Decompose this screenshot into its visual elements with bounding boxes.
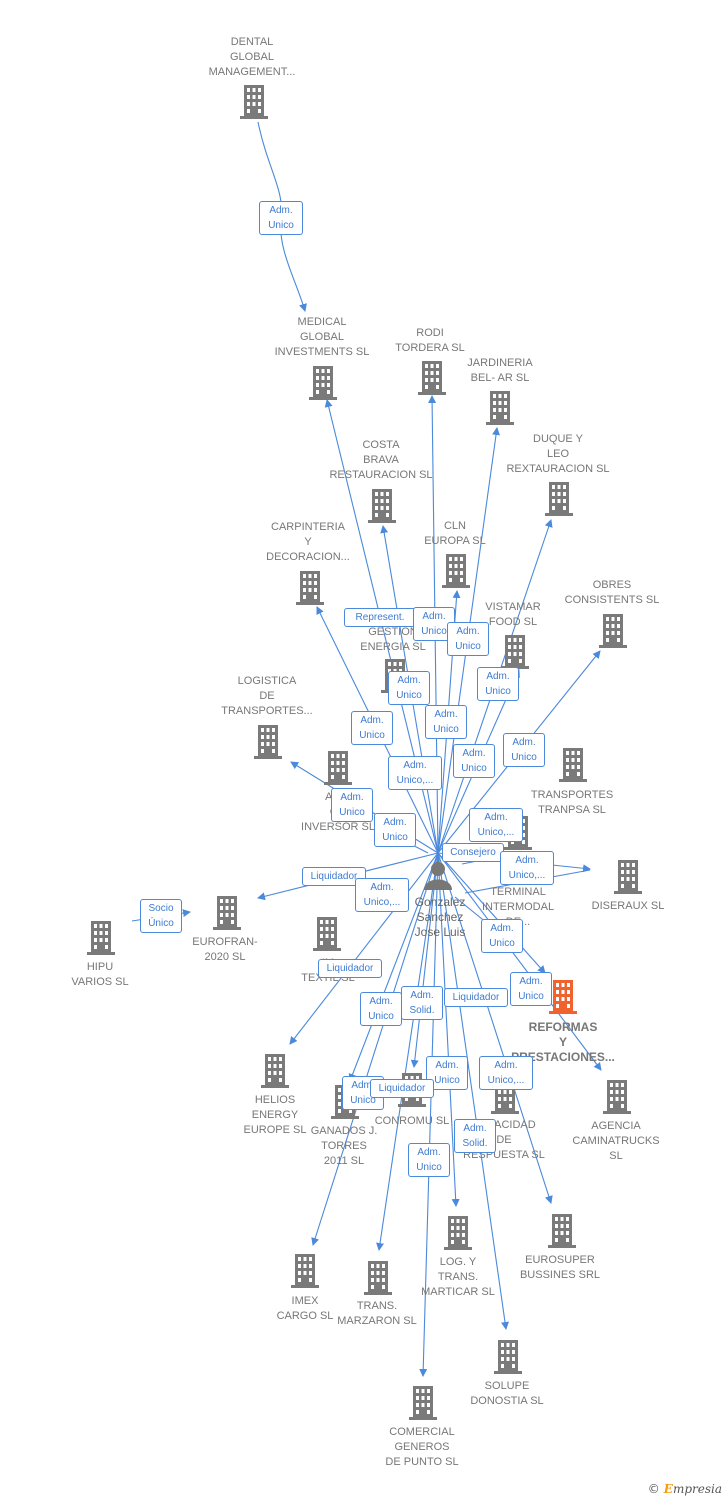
company-label-cln[interactable]: CLN EUROPA SL [424,520,486,547]
role-badge-r16[interactable]: Adm. Unico,... [500,851,554,885]
role-badge-r7[interactable]: Adm. Unico [351,711,393,745]
company-label-imex[interactable]: IMEX CARGO SL [276,1295,334,1322]
company-label-helios[interactable]: HELIOS ENERGY EUROPE SL [243,1094,307,1136]
company-label-obres[interactable]: OBRES CONSISTENTS SL [564,579,660,606]
building-icon-transportes[interactable] [559,748,587,782]
building-icon-obres[interactable] [599,614,627,648]
company-label-rodi[interactable]: RODI TORDERA SL [395,327,465,354]
company-label-eurosuper[interactable]: EUROSUPER BUSSINES SRL [519,1254,601,1281]
building-icon-imtextil[interactable] [313,917,341,951]
role-badge-r23[interactable]: Adm. Unico [360,992,402,1026]
role-badge-r21[interactable]: Liquidador [318,959,382,978]
role-badge-r27[interactable]: Adm. Unico,... [479,1056,533,1090]
building-icon-duque[interactable] [545,482,573,516]
role-badge-r8[interactable]: Adm. Unico [425,705,467,739]
role-badge-r26[interactable]: Adm. Unico [426,1056,468,1090]
role-badge-r24[interactable]: Adm. Solid. [401,986,443,1020]
role-badge-r6[interactable]: Adm. Unico [388,671,430,705]
edge-person-helios [289,852,439,1045]
company-label-comercial[interactable]: COMERCIAL GENEROS DE PUNTO SL [385,1426,459,1468]
company-label-diseraux[interactable]: DISERAUX SL [591,900,665,912]
company-label-dental[interactable]: DENTAL GLOBAL MANAGEMENT... [208,36,296,78]
role-badge-r18[interactable]: Adm. Unico,... [355,878,409,912]
building-icon-carpinteria[interactable] [296,571,324,605]
building-icon-anv[interactable] [324,751,352,785]
building-icon-solupe[interactable] [494,1340,522,1374]
building-icon-comercial[interactable] [409,1386,437,1420]
role-badge-r2[interactable]: Represent. [344,608,416,627]
role-badge-r5[interactable]: Adm. Unico [477,667,519,701]
company-label-ganados[interactable]: GANADOS J. TORRES 2011 SL [310,1125,378,1167]
company-label-trans[interactable]: TRANS. MARZARON SL [337,1300,417,1327]
company-label-transportes[interactable]: TRANSPORTES TRANPSA SL [530,789,614,816]
role-badge-r11[interactable]: Adm. Unico [453,744,495,778]
brand-logo-initial: E [663,1482,673,1496]
building-icon-logistica[interactable] [254,725,282,759]
edge-person-reformas [437,852,546,974]
company-label-medical[interactable]: MEDICAL GLOBAL INVESTMENTS SL [274,316,370,358]
company-label-costa[interactable]: COSTA BRAVA RESTAURACION SL [329,439,433,481]
role-badge-r4[interactable]: Adm. Unico [447,622,489,656]
edge-person-comercial [419,852,439,1377]
brand-footer: ©Empresia [648,1482,722,1496]
role-badge-r31[interactable]: Adm. Unico [408,1143,450,1177]
role-badge-r1[interactable]: Adm. Unico [259,201,303,235]
company-label-gestion[interactable]: GESTION ENERGIA SL [360,626,426,653]
edge-person-trans [376,852,439,1251]
edge-person-ganados [348,852,439,1082]
edge-person-solupe [437,852,509,1330]
building-icon-helios[interactable] [261,1054,289,1088]
role-badge-r25[interactable]: Liquidador [444,988,508,1007]
icons-layer [87,85,642,1420]
edge-person-agencia [437,852,602,1071]
company-label-log[interactable]: LOG. Y TRANS. MARTICAR SL [421,1256,495,1298]
person-label[interactable]: Gonzalez Sanchez Jose Luis [414,895,466,939]
company-label-hipu[interactable]: HIPU VARIOS SL [71,961,129,988]
building-icon-hipu[interactable] [87,921,115,955]
building-icon-log[interactable] [444,1216,472,1250]
role-badge-r22[interactable]: Adm. Unico [510,972,552,1006]
role-badge-r10[interactable]: Adm. Unico,... [388,756,442,790]
role-badge-r9[interactable]: Adm. Unico [503,733,545,767]
building-icon-eurosuper[interactable] [548,1214,576,1248]
role-badge-r12[interactable]: Adm. Unico [331,788,373,822]
building-icon-agencia[interactable] [603,1080,631,1114]
role-badge-r14[interactable]: Adm. Unico,... [469,808,523,842]
role-badge-r19[interactable]: Socio Único [140,899,182,933]
edge-person-log [437,852,460,1207]
role-badge-r29[interactable]: Liquidador [370,1079,434,1098]
building-icon-dental[interactable] [240,85,268,119]
role-badge-r30[interactable]: Adm. Solid. [454,1119,496,1153]
building-icon-medical[interactable] [309,366,337,400]
role-badge-r20[interactable]: Adm. Unico [481,919,523,953]
company-label-logistica[interactable]: LOGISTICA DE TRANSPORTES... [221,675,313,717]
copyright-icon: © [647,1482,660,1496]
company-label-jardineria[interactable]: JARDINERIA BEL- AR SL [467,357,533,384]
building-icon-diseraux[interactable] [614,860,642,894]
edge-person-imex [311,852,439,1246]
building-icon-cln[interactable] [442,554,470,588]
building-icon-vistamar[interactable] [501,635,529,669]
company-label-solupe[interactable]: SOLUPE DONOSTIA SL [470,1380,544,1407]
role-badge-r13[interactable]: Adm. Unico [374,813,416,847]
company-label-vistamar[interactable]: VISTAMAR FOOD SL [485,601,541,628]
edge-person-eurosuper [437,852,553,1204]
building-icon-eurofran[interactable] [213,896,241,930]
building-icon-imex[interactable] [291,1254,319,1288]
building-icon-reformas[interactable] [549,980,577,1014]
company-label-conromu[interactable]: CONROMU SL [374,1115,450,1127]
company-label-carpinteria[interactable]: CARPINTERIA Y DECORACION... [266,521,350,563]
person-icon[interactable] [424,862,452,890]
building-icon-jardineria[interactable] [486,391,514,425]
company-label-agencia[interactable]: AGENCIA CAMINATRUCKS SL [572,1120,660,1162]
role-badge-r15[interactable]: Consejero [442,843,504,862]
brand-logo-text: mpresia [672,1482,722,1496]
company-label-duque[interactable]: DUQUE Y LEO REXTAURACION SL [506,433,610,475]
role-badge-r17[interactable]: Liquidador [302,867,366,886]
building-icon-costa[interactable] [368,489,396,523]
company-label-reformas[interactable]: REFORMAS Y PRESTACIONES... [511,1020,615,1064]
company-label-eurofran[interactable]: EUROFRAN- 2020 SL [192,936,258,963]
